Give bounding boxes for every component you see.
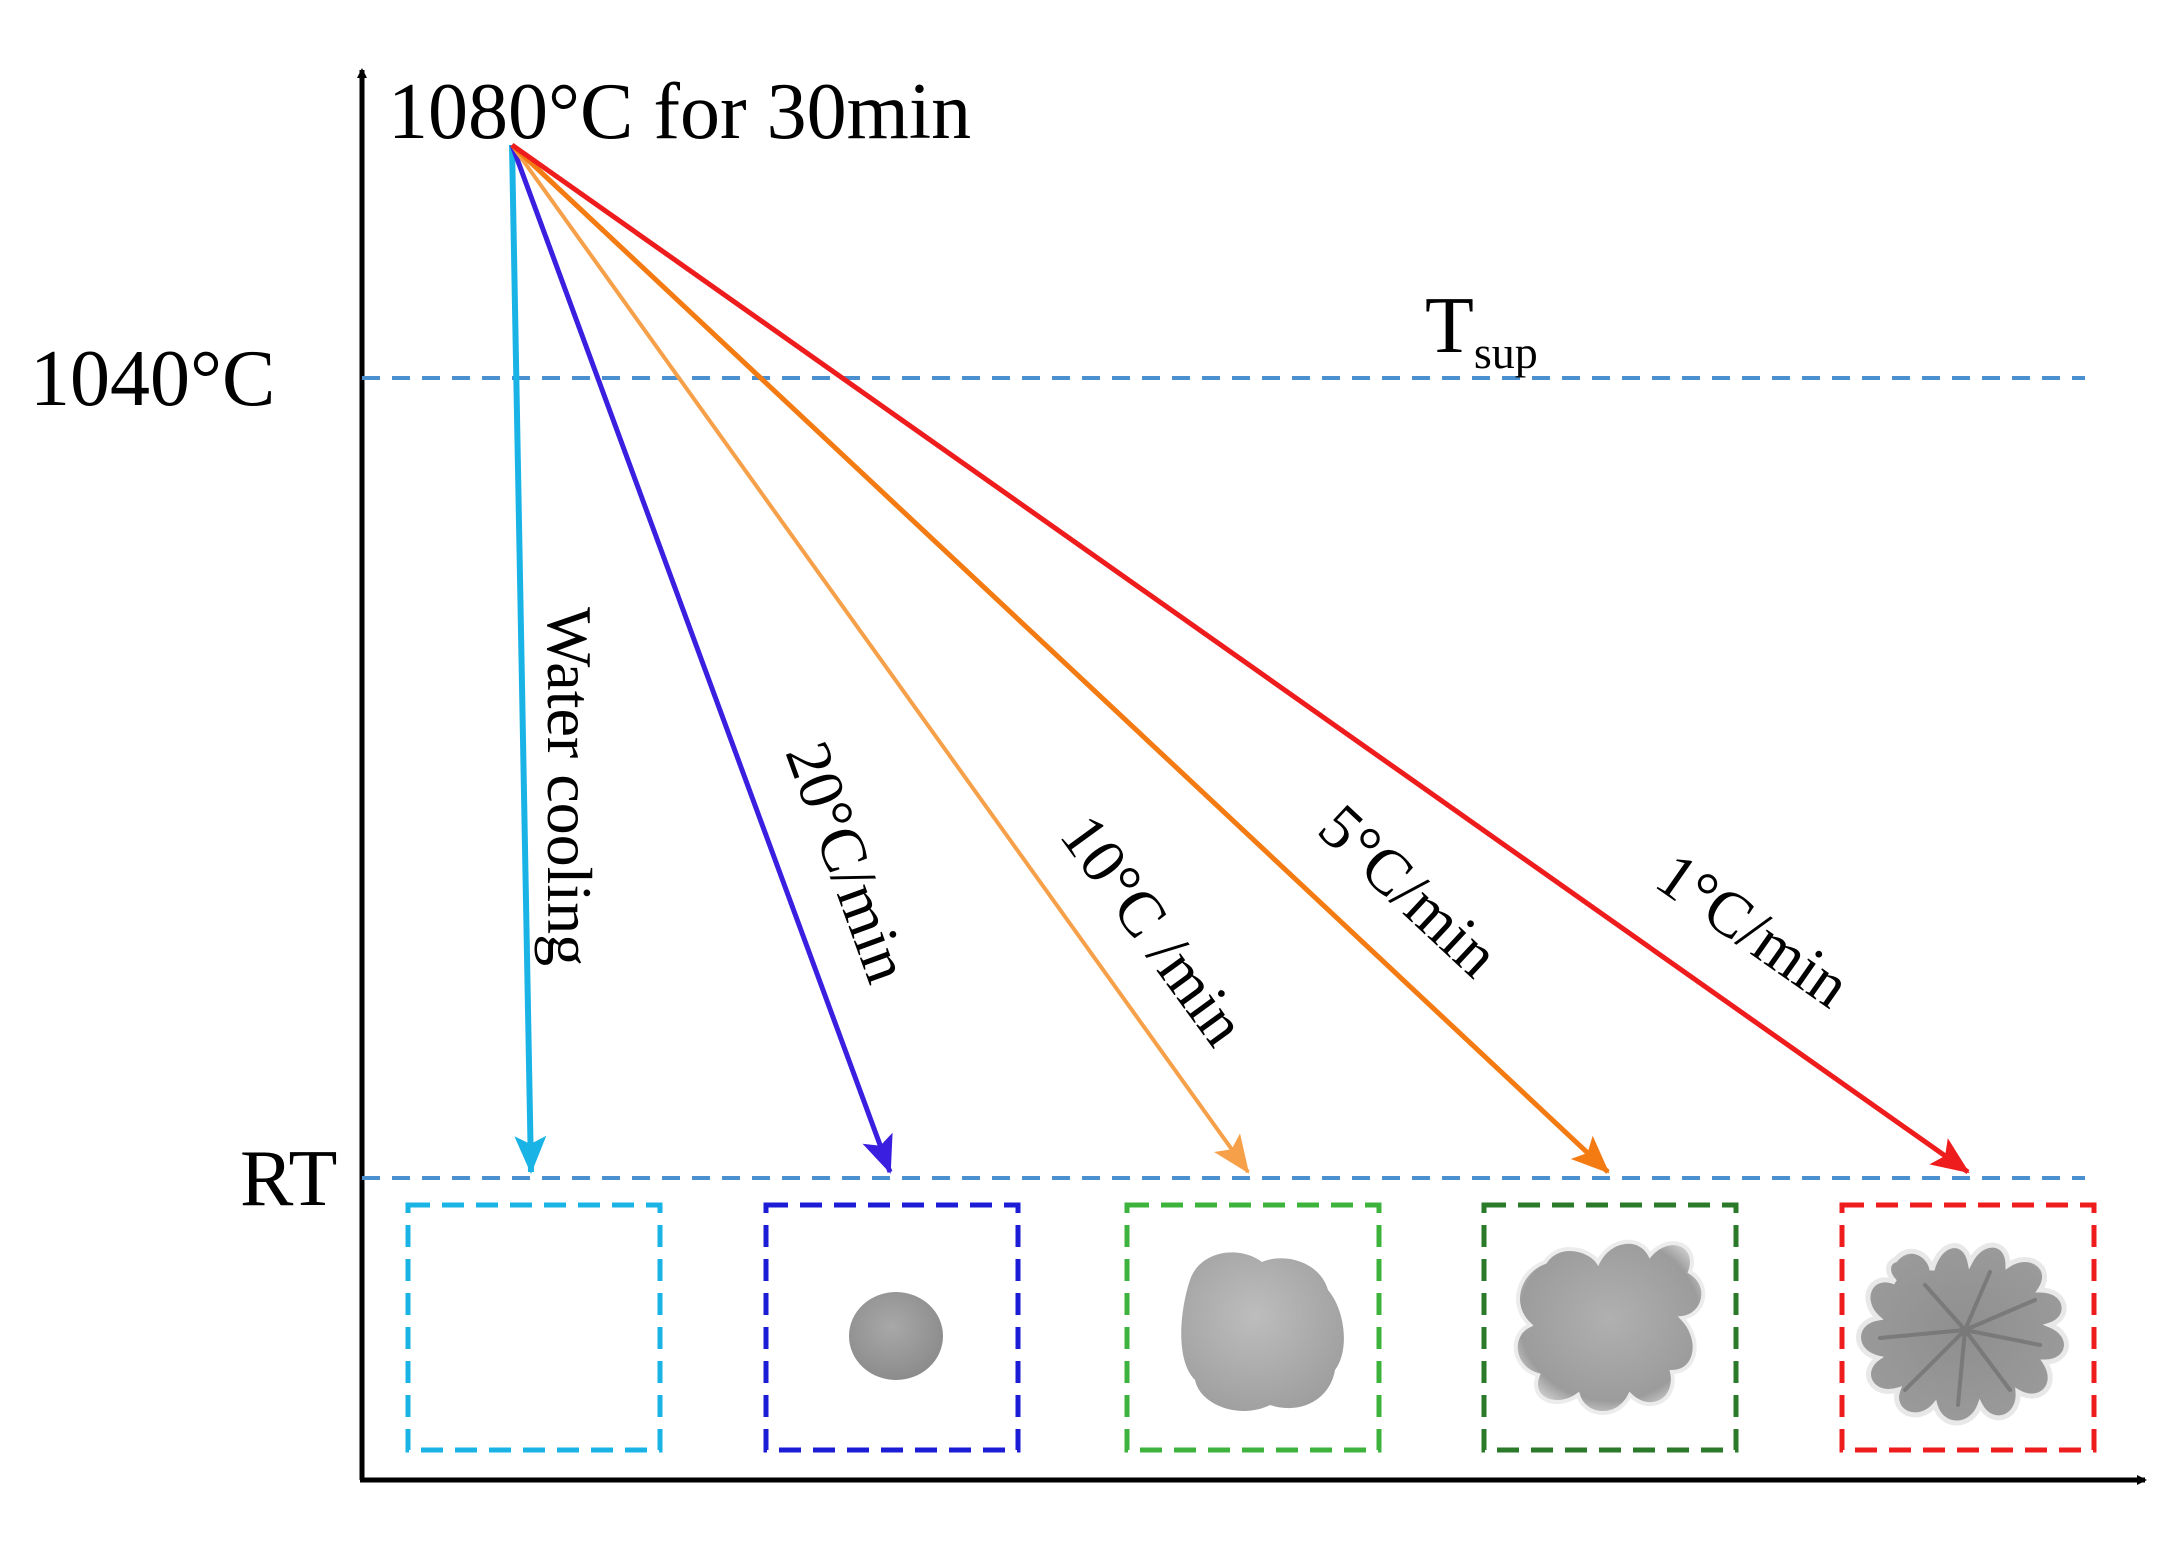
micrograph-box-water	[405, 1202, 663, 1453]
y-label-1040: 1040°C	[30, 335, 275, 423]
particle-small-sphere	[849, 1292, 943, 1380]
label-1-c-min: 1°C/min	[1644, 838, 1863, 1021]
particle-large-rounded	[1181, 1252, 1344, 1411]
particle-lobed	[1513, 1239, 1706, 1415]
y-label-rt: RT	[240, 1135, 337, 1223]
tsup-label: Tsup	[1425, 282, 1538, 378]
micrograph-box-5	[1481, 1202, 1739, 1453]
label-20-c-min: 20°C/min	[772, 733, 924, 992]
cooling-arrow-20	[509, 144, 893, 1174]
tsup-main: T	[1425, 282, 1474, 370]
particle-dendritic-grooves	[1878, 1270, 2042, 1407]
cooling-arrow-10	[510, 143, 1250, 1174]
label-5-c-min: 5°C/min	[1305, 790, 1513, 990]
label-10-c-min: 10°C /min	[1047, 801, 1261, 1058]
label-water-cooling: Water cooling	[534, 607, 605, 966]
start-condition-label: 1080°C for 30min	[388, 68, 971, 156]
cooling-arrow-5	[510, 143, 1610, 1174]
cooling-arrow-water	[509, 144, 547, 1174]
micrograph-box-10	[1124, 1202, 1382, 1453]
cooling-arrow-1	[510, 142, 1970, 1175]
micrograph-box-1	[1839, 1202, 2097, 1453]
tsup-subscript: sup	[1474, 327, 1538, 378]
micrograph-box-20	[763, 1202, 1021, 1453]
